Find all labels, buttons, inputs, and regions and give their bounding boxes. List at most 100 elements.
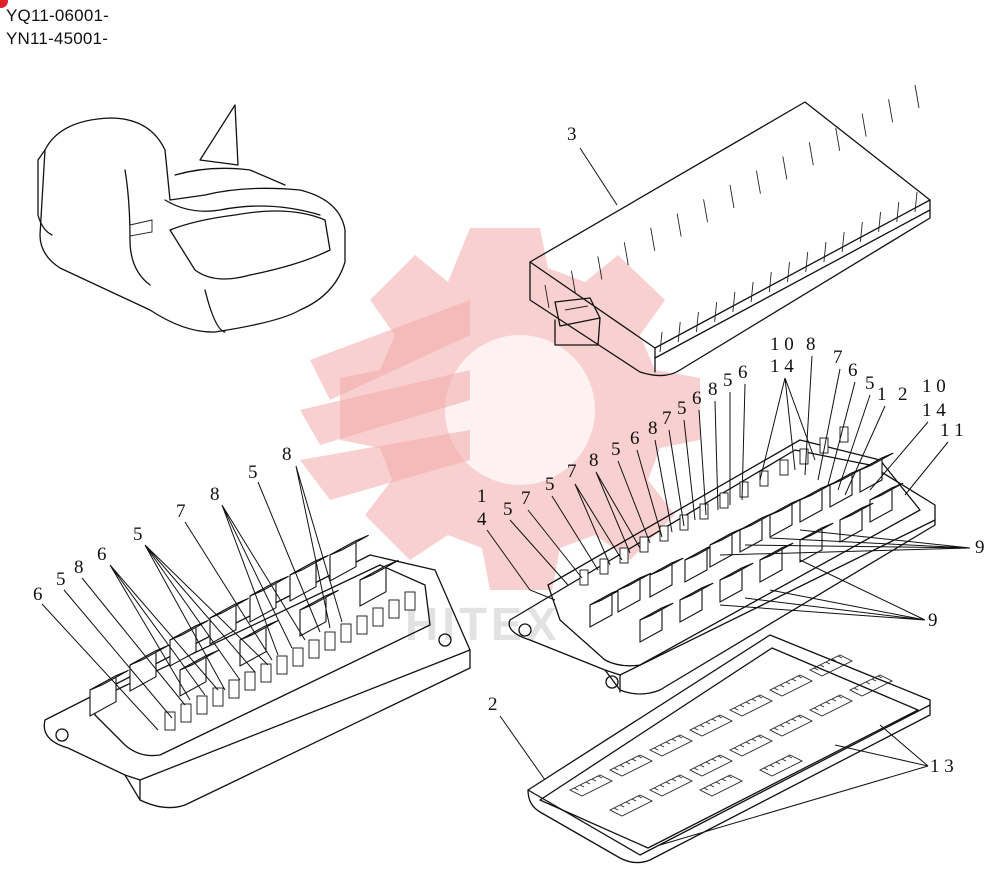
callout-6: 6 [97,544,107,565]
terminal-pin [813,707,819,711]
terminal-pin [769,764,775,768]
terminal-pin [871,678,877,682]
relay-block-front [709,531,733,568]
callout-8: 8 [806,334,816,355]
right-relay-box [508,426,936,695]
terminal-block [568,774,614,797]
leader-line [499,715,546,781]
terminal-pin [709,784,715,788]
terminal-pin [751,738,757,742]
callout-8: 8 [648,418,658,439]
fuse-slot [679,514,689,531]
fuse-slot [799,448,809,465]
relay-block [829,467,864,508]
relay-block [799,522,834,563]
relay-block [869,482,904,523]
cover-rib [859,221,863,243]
gear-watermark-icon [300,228,700,590]
terminal-pin [791,678,797,682]
relay-block-top [209,597,249,619]
fuse-slot [579,569,589,586]
callout-8: 8 [210,484,220,505]
cover-rib [544,284,550,309]
terminal-block [768,674,814,697]
callout-5: 5 [677,398,687,419]
terminal-block [728,734,774,757]
red-marker-dot [0,0,8,8]
relay-block [209,597,249,645]
fuse-slot [372,607,384,627]
cover-rib [755,170,761,194]
terminal-pin [653,747,659,751]
terminal-pin [591,778,597,782]
relay-block-front [799,486,823,523]
relay-block-front [359,564,387,607]
relay-block [289,554,329,602]
terminal-pin [637,755,643,759]
fuse-slot [699,503,709,520]
cover-rib [732,291,736,313]
callout-7: 7 [662,408,672,429]
cover-rib [729,184,735,209]
cover-rib [914,84,920,109]
terminal-pin [763,767,769,771]
terminal-pin [671,778,677,782]
fuse-slot [260,663,272,683]
relay-block [89,669,129,717]
terminal-pin [585,781,591,785]
terminal-pin [619,764,625,768]
callout-14: 1 4 [922,400,946,421]
relay-block [739,512,774,553]
relay-block-front [239,624,267,667]
callout-7: 7 [833,347,843,368]
relay-block [649,557,684,598]
callout-8: 8 [708,379,718,400]
callout-3-cover: 3 [567,124,577,145]
terminal-block [698,774,744,797]
terminal-pin [865,681,871,685]
terminal-pin [613,807,619,811]
fuse-slot [659,525,669,542]
callout-6: 6 [33,584,43,605]
terminal-pin [853,687,859,691]
cover-rib [714,301,718,323]
relay-block-top [617,572,652,591]
relay-block-top [249,575,289,597]
callout-6: 6 [630,428,640,449]
callout-9: 9 [928,610,938,631]
terminal-pin [705,721,711,725]
terminal-pin [733,747,739,751]
relay-block-front [799,526,823,563]
callout-8: 8 [282,444,292,465]
terminal-pin [693,727,699,731]
relay-block-front [89,674,117,717]
relay-block-top [649,557,684,576]
terminal-block [848,674,894,697]
cover-rib [750,281,754,303]
terminal-pin [819,664,825,668]
seat-illustration [37,104,346,333]
terminal-pin [665,781,671,785]
cover-rib [914,191,918,213]
cover-rib [861,113,867,137]
terminal-block [688,754,734,777]
terminal-pin [711,718,717,722]
callout-6: 6 [692,388,702,409]
cover-rib [677,321,681,343]
callout-11: 1 1 [940,420,964,441]
relay-block-top [299,589,339,611]
relay-block-front [684,546,708,583]
cover-rib [650,227,656,251]
terminal-pin [613,767,619,771]
callout-5: 5 [56,569,66,590]
fuse-slot [639,536,649,553]
relay-block [719,562,754,603]
relay-block [759,542,794,583]
callout-6: 6 [848,360,858,381]
callout-5: 5 [865,373,875,394]
cover-rib [787,261,790,283]
panel-leader-lines [659,724,929,846]
terminal-pin [733,707,739,711]
terminal-pin [757,695,763,699]
callout-6: 6 [738,362,748,383]
